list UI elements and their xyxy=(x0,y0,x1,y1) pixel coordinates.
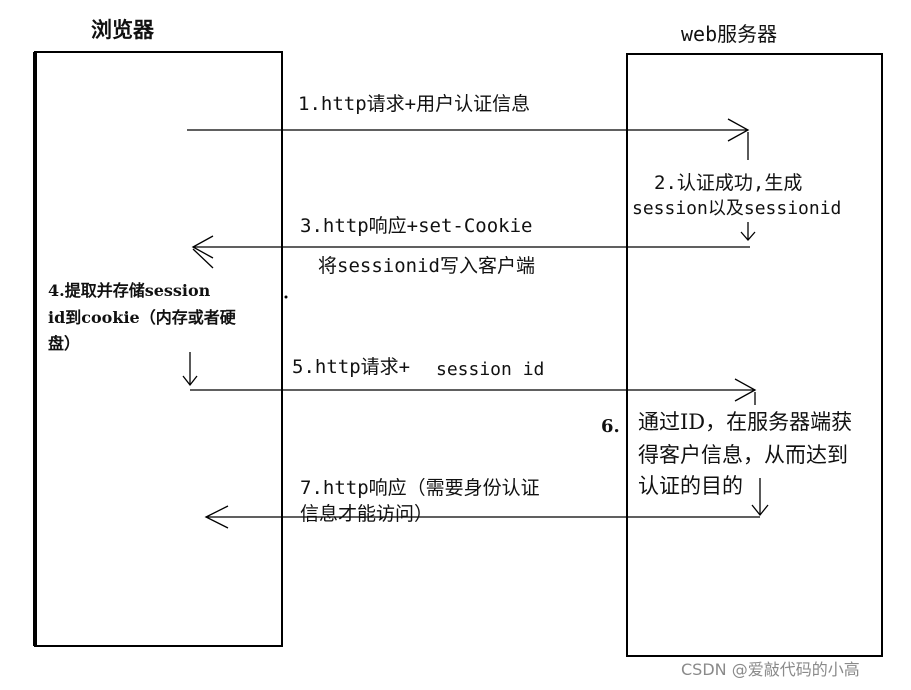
arrow-step3-response xyxy=(191,235,750,259)
server-processing-arrow-2 xyxy=(751,392,769,517)
step4-label-line1: 4.提取并存储session xyxy=(48,281,211,300)
step7-label-line2: 信息才能访问） xyxy=(300,503,434,525)
server-lifeline xyxy=(626,53,883,657)
step6-label-line1: 通过ID，在服务器端获 xyxy=(638,410,853,434)
server-processing-arrow-1 xyxy=(740,132,756,241)
step5-label-prefix: 5.http请求+ xyxy=(292,356,411,378)
step4-label-line3: 盘） xyxy=(48,334,81,353)
step6-label-line3: 认证的目的 xyxy=(638,474,743,498)
step4-label-line2: id到cookie（内存或者硬 xyxy=(48,308,236,327)
arrow-step1-request xyxy=(187,118,750,142)
arrow-step5-request xyxy=(190,378,757,402)
step5-label-suffix: session id xyxy=(436,359,545,380)
browser-title: 浏览器 xyxy=(91,18,154,42)
stray-dot xyxy=(284,295,288,299)
step3-label-line2: 将sessionid写入客户端 xyxy=(318,255,535,277)
step7-label-line1: 7.http响应（需要身份认证 xyxy=(300,477,540,499)
step1-label: 1.http请求+用户认证信息 xyxy=(298,93,531,115)
watermark: CSDN @爱敲代码的小高 xyxy=(681,660,860,679)
step3-label-line1: 3.http响应+set-Cookie xyxy=(300,215,533,237)
step2-label-line2: session以及sessionid xyxy=(632,198,842,219)
browser-processing-arrow xyxy=(182,248,214,387)
arrow-step7-response xyxy=(204,505,760,529)
server-title: web服务器 xyxy=(681,22,778,46)
step6-label-line2: 得客户信息，从而达到 xyxy=(638,443,848,467)
step2-label-line1: 2.认证成功,生成 xyxy=(654,172,803,194)
step6-number: 6. xyxy=(601,416,620,437)
